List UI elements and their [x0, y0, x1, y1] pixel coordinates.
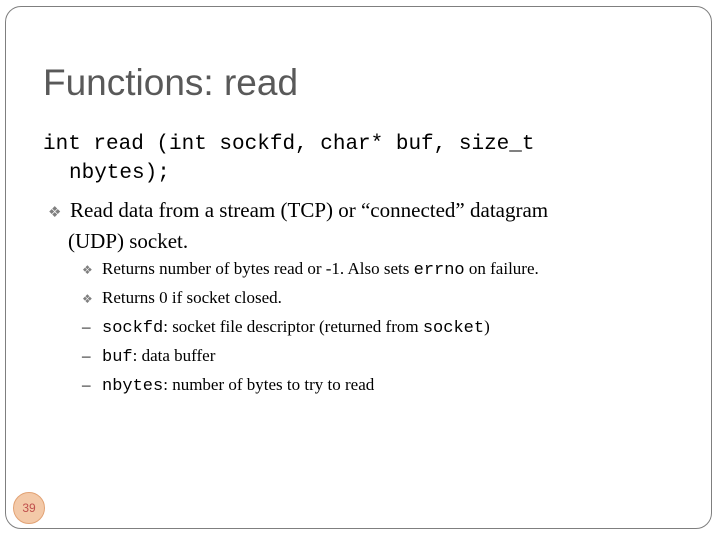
param-desc-tail: )	[484, 317, 490, 336]
dash-marker: –	[82, 375, 91, 394]
main-bullet-line-1: Read data from a stream (TCP) or “connec…	[70, 198, 549, 222]
sub-bullet-text-tail: on failure.	[464, 259, 539, 278]
signature-line-1: int read (int sockfd, char* buf, size_t	[43, 133, 535, 156]
slide-title: Functions: read	[43, 62, 299, 103]
diamond-bullet-icon: ❖	[82, 263, 93, 277]
sub-bullet-returns-zero: ❖ Returns 0 if socket closed.	[82, 287, 282, 310]
sub-bullet-returns-value: ❖ Returns number of bytes read or -1. Als…	[82, 258, 539, 282]
signature-line-2: nbytes);	[69, 162, 170, 185]
main-bullet-line-2: (UDP) socket.	[68, 229, 189, 253]
code-buf: buf	[102, 348, 133, 367]
param-desc: : socket file descriptor (returned from	[163, 317, 423, 336]
dash-marker: –	[82, 317, 91, 336]
page-number-badge: 39	[13, 492, 45, 524]
code-errno: errno	[413, 261, 465, 280]
code-nbytes: nbytes	[102, 377, 164, 396]
main-bullet: ❖ Read data from a stream (TCP) or “conne…	[48, 196, 648, 256]
param-desc: : number of bytes to try to read	[163, 375, 375, 394]
code-socket: socket	[422, 319, 485, 338]
sub-bullet-text: Returns number of bytes read or -1. Also…	[102, 259, 414, 278]
page-number: 39	[22, 501, 36, 515]
function-signature: int read (int sockfd, char* buf, size_t …	[43, 130, 534, 188]
slide-frame	[5, 6, 712, 529]
dash-marker: –	[82, 346, 91, 365]
param-item-nbytes: –nbytes: number of bytes to try to read	[82, 374, 374, 398]
code-sockfd: sockfd	[102, 319, 164, 338]
param-item-sockfd: –sockfd: socket file descriptor (returne…	[82, 316, 490, 340]
diamond-bullet-icon: ❖	[82, 292, 93, 306]
sub-bullet-text: Returns 0 if socket closed.	[102, 288, 282, 307]
param-item-buf: –buf: data buffer	[82, 345, 215, 369]
diamond-bullet-icon: ❖	[48, 203, 62, 221]
param-desc: : data buffer	[132, 346, 216, 365]
